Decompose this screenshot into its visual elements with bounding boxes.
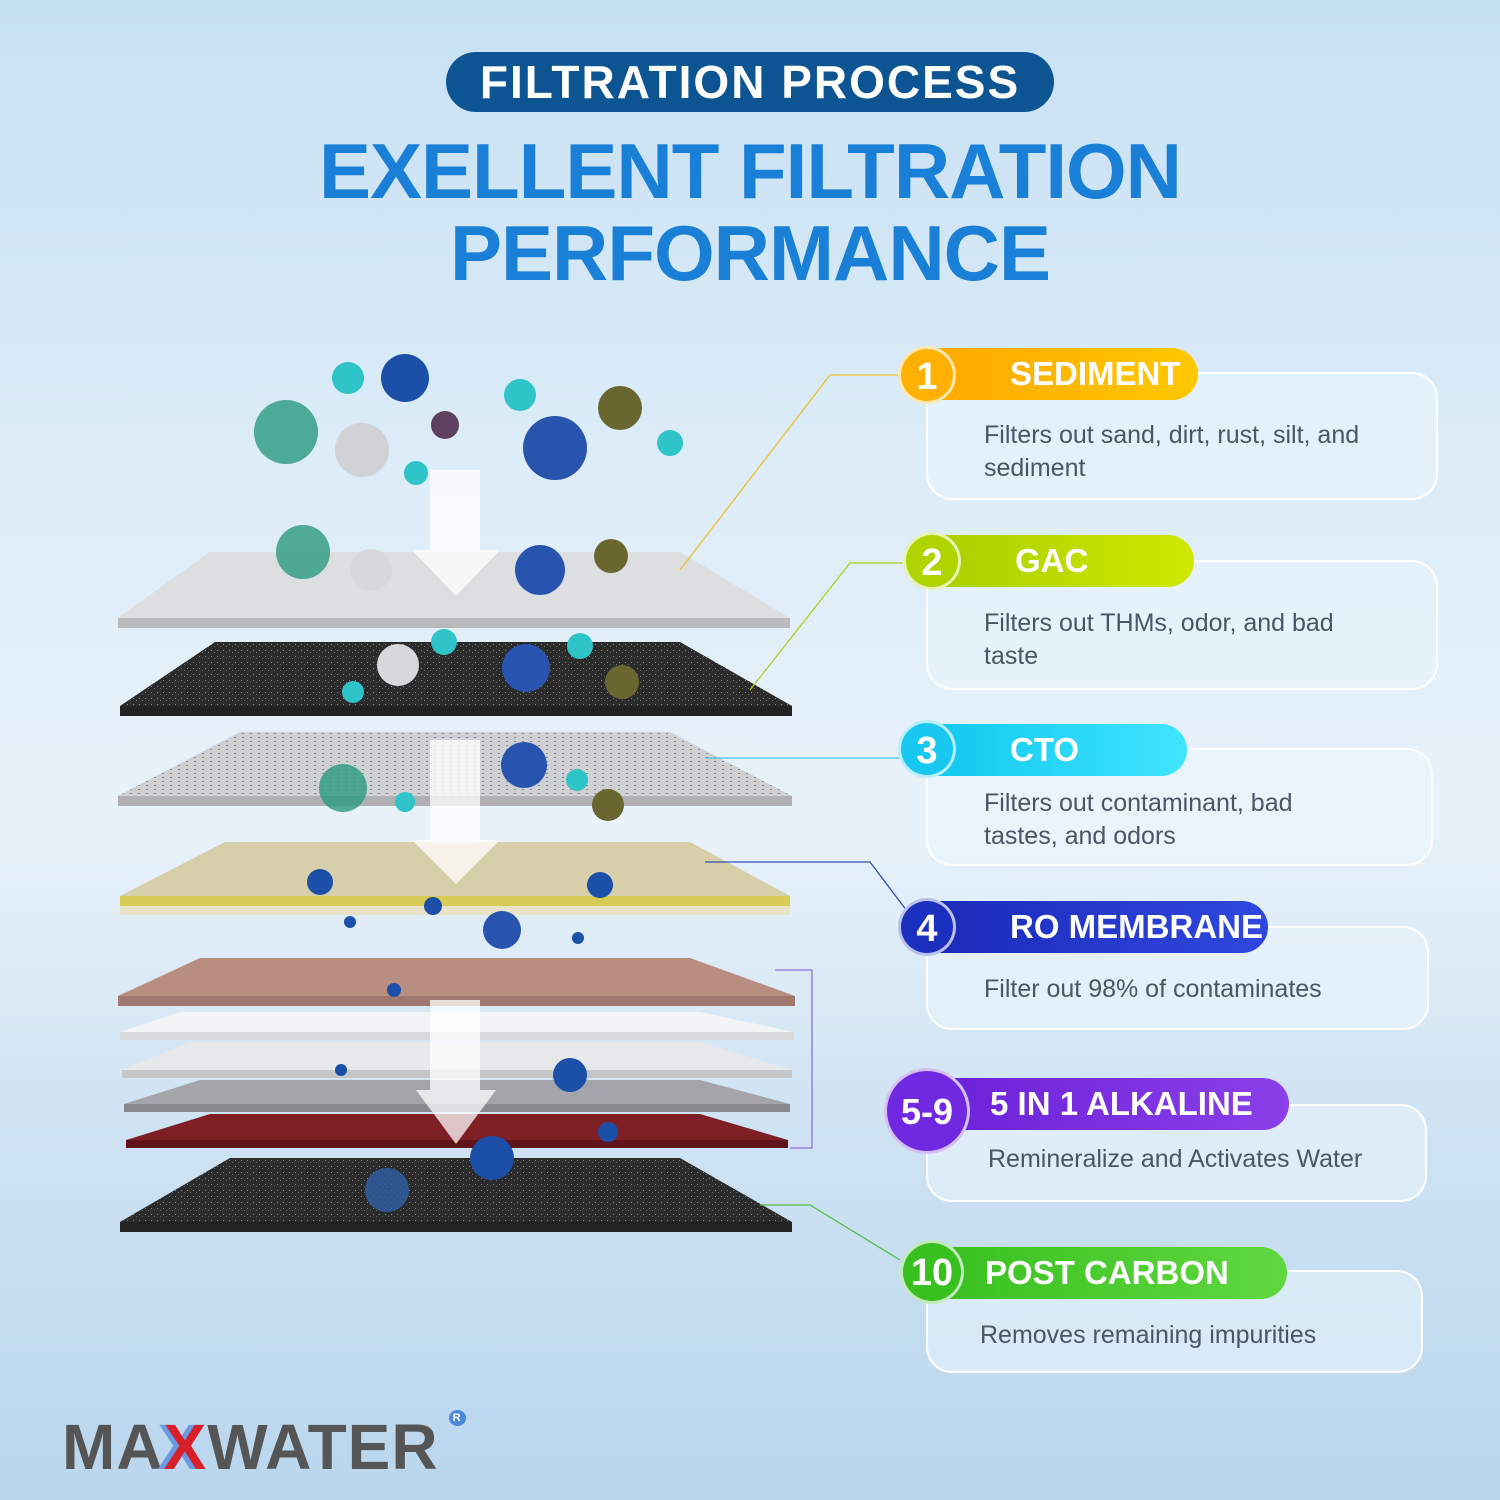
stage-title: CTO <box>928 724 1187 776</box>
connector-lines <box>679 374 911 1261</box>
stage-number: 10 <box>900 1240 964 1304</box>
logo-text: WATER <box>207 1411 439 1483</box>
stage-title: RO MEMBRANE <box>928 901 1268 953</box>
layer-gac <box>120 642 792 716</box>
contaminant-particles <box>254 354 683 1212</box>
headline-line2: PERFORMANCE <box>449 209 1051 297</box>
stage-title: GAC <box>933 535 1194 587</box>
stage-description: Removes remaining impurities <box>980 1321 1317 1349</box>
logo-text: MA <box>62 1411 164 1483</box>
stage-title: POST CARBON <box>930 1247 1287 1299</box>
stage-description: Filter out 98% of contaminates <box>984 975 1322 1003</box>
stage-description: Remineralize and Activates Water <box>988 1145 1363 1173</box>
section-badge: FILTRATION PROCESS <box>446 52 1054 112</box>
stage-description: Filters out contaminant, bad tastes, and… <box>984 789 1293 850</box>
stage-description: Filters out THMs, odor, and bad taste <box>984 609 1334 670</box>
registered-mark: R <box>448 1410 466 1426</box>
stage-number: 2 <box>903 532 961 590</box>
logo-x: X <box>163 1411 208 1483</box>
stage-number: 4 <box>898 898 956 956</box>
stage-card-gac: Filters out THMs, odor, and bad taste <box>926 560 1438 690</box>
stage-description: Filters out sand, dirt, rust, silt, and … <box>984 421 1360 482</box>
stage-number: 5-9 <box>884 1068 970 1154</box>
layer-post-carbon <box>120 1158 792 1232</box>
maxwater-logo: MAXWATER R <box>62 1410 466 1484</box>
stage-number: 3 <box>898 720 956 778</box>
stage-title: SEDIMENT <box>928 348 1198 400</box>
stage-title: 5 IN 1 ALKALINE <box>930 1078 1289 1130</box>
flow-arrow-icon <box>412 470 500 1144</box>
stage-number: 1 <box>898 346 956 404</box>
headline-line1: EXELLENT FILTRATION <box>318 127 1182 215</box>
